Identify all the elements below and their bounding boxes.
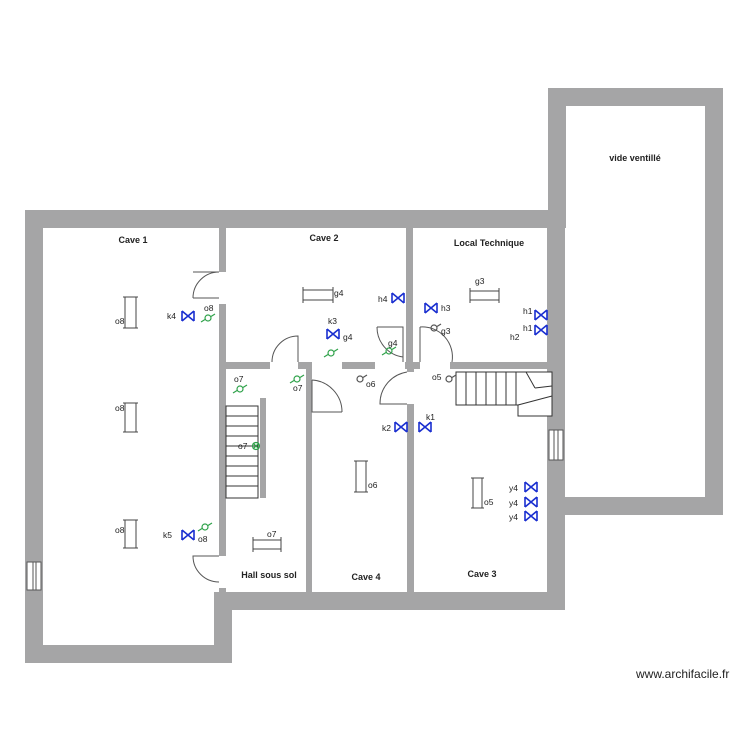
wall-cave4-right bbox=[407, 369, 414, 592]
wall-cave1-right bbox=[219, 228, 226, 600]
tube-cave1-2 bbox=[123, 402, 138, 433]
room-label-cave3: Cave 3 bbox=[467, 569, 496, 579]
window-left bbox=[26, 561, 42, 591]
annex-wall-bottom bbox=[548, 497, 723, 515]
label-y4: y4 bbox=[509, 512, 518, 522]
tube-cave3 bbox=[471, 477, 484, 509]
label-o8: o8 bbox=[198, 534, 208, 544]
label-h4: h4 bbox=[378, 294, 388, 304]
room-label-vide-ventille: vide ventillé bbox=[609, 153, 661, 163]
label-h1: h1 bbox=[523, 306, 533, 316]
light-o7-right bbox=[289, 374, 305, 384]
label-k4: k4 bbox=[167, 311, 176, 321]
switch-y4-b bbox=[524, 496, 538, 508]
doors bbox=[192, 271, 453, 583]
label-g3: g3 bbox=[441, 326, 451, 336]
switch-h1-a bbox=[534, 309, 548, 321]
switch-k5 bbox=[181, 529, 195, 541]
label-o8: o8 bbox=[115, 403, 125, 413]
annex-wall-right bbox=[705, 88, 723, 515]
light-o8-top bbox=[200, 313, 216, 323]
wall-bottom bbox=[214, 592, 564, 610]
label-o7: o7 bbox=[293, 383, 303, 393]
wall-top bbox=[25, 210, 565, 228]
tube-cave1-1 bbox=[123, 296, 138, 329]
door-cave1-bottom bbox=[192, 555, 220, 583]
label-k2: k2 bbox=[382, 423, 391, 433]
tubes bbox=[123, 287, 500, 552]
label-h2: h2 bbox=[510, 332, 520, 342]
label-k5: k5 bbox=[163, 530, 172, 540]
label-k1: k1 bbox=[426, 412, 435, 422]
label-o5: o5 bbox=[432, 372, 442, 382]
door-cave4 bbox=[311, 379, 343, 413]
switch-h3 bbox=[424, 302, 438, 314]
label-y4: y4 bbox=[509, 498, 518, 508]
door-cave1-top bbox=[192, 271, 220, 299]
label-h3: h3 bbox=[441, 303, 451, 313]
door-tech bbox=[419, 326, 453, 363]
tube-cave2 bbox=[302, 287, 334, 303]
label-o6: o6 bbox=[366, 379, 376, 389]
tube-cave1-3 bbox=[123, 519, 138, 549]
light-o8-bottom bbox=[197, 522, 213, 532]
symbol-labels: o8 o8 o8 o8 o8 k4 k5 g4 k3 g4 g4 h4 g3 h… bbox=[115, 276, 533, 544]
openings bbox=[219, 272, 450, 588]
wall-left bbox=[25, 210, 43, 663]
window-right bbox=[548, 429, 564, 461]
tube-hall bbox=[252, 537, 282, 552]
switch-y4-c bbox=[524, 510, 538, 522]
watermark: www.archifacile.fr bbox=[636, 667, 730, 681]
room-label-cave4: Cave 4 bbox=[351, 572, 380, 582]
switch-y4-a bbox=[524, 481, 538, 493]
room-label-cave2: Cave 2 bbox=[309, 233, 338, 243]
label-o7: o7 bbox=[267, 529, 277, 539]
room-label-local-technique: Local Technique bbox=[454, 238, 524, 248]
annex-wall-left bbox=[548, 88, 566, 228]
door-cave3 bbox=[379, 371, 408, 405]
windows bbox=[26, 429, 564, 591]
switch-k1 bbox=[418, 421, 432, 433]
light-o5 bbox=[445, 374, 457, 383]
switch-k3 bbox=[326, 328, 340, 340]
switch-h4 bbox=[391, 292, 405, 304]
wall-cave2-right bbox=[406, 228, 413, 364]
switch-k2 bbox=[394, 421, 408, 433]
light-g4-cave2 bbox=[323, 348, 339, 358]
label-k3: k3 bbox=[328, 316, 337, 326]
light-o7-top bbox=[232, 384, 248, 394]
room-label-hall: Hall sous sol bbox=[241, 570, 297, 580]
stair-rail-wall bbox=[260, 398, 266, 498]
wall-hall-right bbox=[306, 369, 312, 592]
door-cave2-tech bbox=[376, 326, 404, 362]
wall-step-right bbox=[214, 600, 232, 663]
label-g3: g3 bbox=[475, 276, 485, 286]
light-g3-door bbox=[430, 323, 442, 332]
label-o8: o8 bbox=[204, 303, 214, 313]
label-o8: o8 bbox=[115, 316, 125, 326]
switch-h1-b bbox=[534, 324, 548, 336]
stair-hall bbox=[225, 405, 259, 499]
label-o6: o6 bbox=[368, 480, 378, 490]
label-g4: g4 bbox=[343, 332, 353, 342]
label-o5: o5 bbox=[484, 497, 494, 507]
label-o7: o7 bbox=[234, 374, 244, 384]
light-o7-stair bbox=[251, 441, 261, 451]
label-o7: o7 bbox=[238, 441, 248, 451]
room-label-cave1: Cave 1 bbox=[118, 235, 147, 245]
label-y4: y4 bbox=[509, 483, 518, 493]
label-g4: g4 bbox=[334, 288, 344, 298]
label-o8: o8 bbox=[115, 525, 125, 535]
tube-cave4 bbox=[354, 460, 368, 493]
switch-k4 bbox=[181, 310, 195, 322]
door-cave2-hall bbox=[271, 335, 299, 363]
annex-wall-top bbox=[548, 88, 723, 106]
label-h1: h1 bbox=[523, 323, 533, 333]
wall-bottom-left bbox=[25, 645, 232, 663]
label-g4: g4 bbox=[388, 338, 398, 348]
stair-cave3 bbox=[455, 371, 553, 417]
tube-tech bbox=[469, 288, 500, 303]
